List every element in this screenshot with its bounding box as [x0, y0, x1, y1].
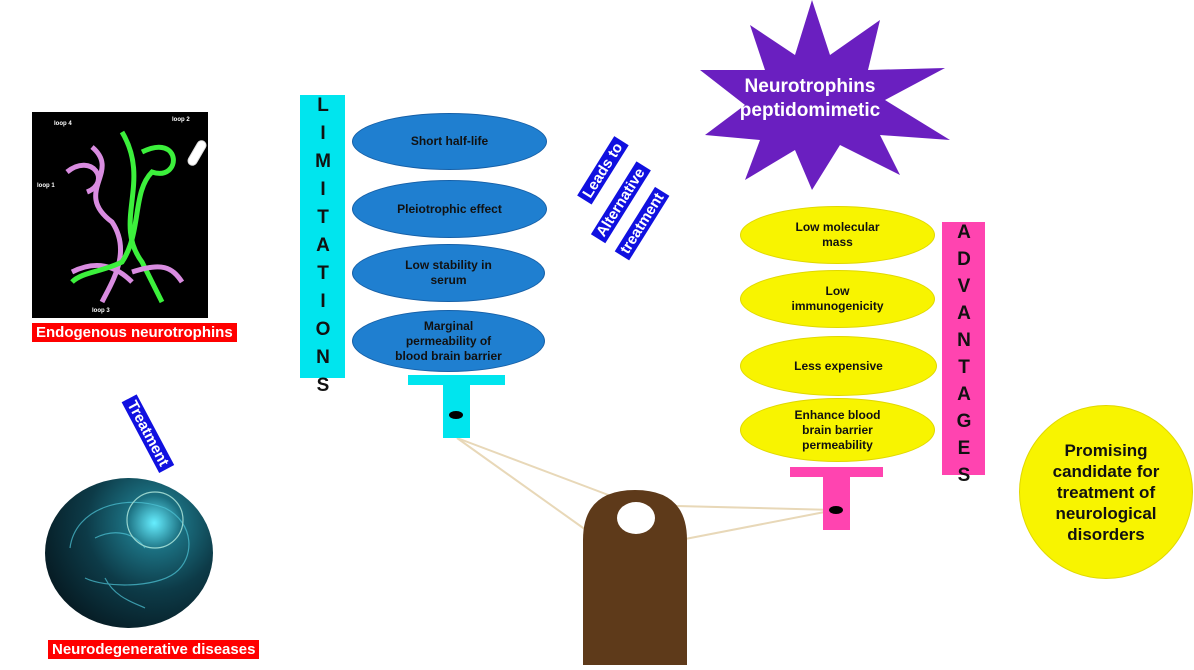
star-burst [700, 0, 950, 190]
limitation-item: Short half-life [352, 113, 547, 170]
star-text: Neurotrophins peptidomimetic [720, 75, 900, 123]
limitations-banner: LIMITATIONS [300, 95, 345, 403]
fulcrum-hole [617, 502, 655, 534]
pivot-dot [829, 506, 843, 514]
limitation-item: Marginal permeability of blood brain bar… [352, 310, 545, 372]
beam-line [456, 437, 636, 506]
advantages-title: ADVANTAGES [953, 222, 975, 492]
loop-label: loop 3 [92, 308, 110, 314]
endogenous-neurotrophins-label: Endogenous neurotrophins [32, 323, 237, 342]
protein-ribbon-icon: loop 4 loop 2 loop 1 loop 3 [37, 117, 190, 314]
star-line-1: Neurotrophins [744, 76, 876, 97]
fulcrum [583, 490, 687, 665]
right-pan [790, 467, 883, 477]
beam-line [456, 437, 601, 541]
left-pan [408, 375, 505, 385]
loop-label: loop 2 [172, 117, 190, 123]
brain-icon [69, 491, 190, 609]
limitation-item: Pleiotrophic effect [352, 180, 547, 238]
protein-structure-image: loop 4 loop 2 loop 1 loop 3 [32, 112, 208, 318]
right-stem [823, 477, 850, 530]
neurodegenerative-diseases-label: Neurodegenerative diseases [48, 640, 260, 659]
pivot-dot [449, 411, 463, 419]
limitations-title: LIMITATIONS [312, 95, 334, 403]
advantage-item: Low immunogenicity [740, 270, 935, 328]
star-line-2: peptidomimetic [739, 100, 881, 121]
beam-line [679, 509, 836, 541]
advantage-item: Less expensive [740, 336, 937, 396]
advantage-item: Low molecular mass [740, 206, 935, 264]
limitation-item: Low stability in serum [352, 244, 545, 302]
conclusion-circle: Promising candidate for treatment of neu… [1019, 405, 1193, 579]
loop-label: loop 4 [54, 121, 72, 127]
advantages-banner: ADVANTAGES [942, 222, 985, 492]
brain-image [45, 478, 213, 628]
loop-label: loop 1 [37, 183, 55, 189]
advantage-item: Enhance blood brain barrier permeability [740, 398, 935, 462]
